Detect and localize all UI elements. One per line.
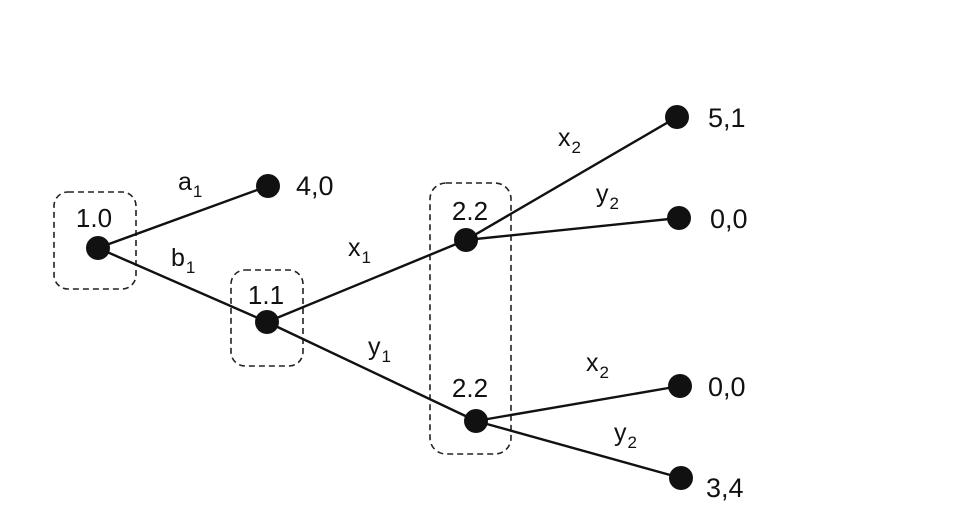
payoff-y2-lower: 3,4 [706,473,744,503]
action-label-x1: x1 [348,234,371,267]
payoff-y2-upper: 0,0 [710,204,748,234]
node-2-2-upper [454,228,478,252]
node-label-1-1: 1.1 [248,280,284,310]
node-1-0 [86,236,110,260]
action-label-x2-lower: x2 [586,349,609,382]
edge-x1 [266,238,467,324]
terminal-x2-upper [665,105,689,129]
terminal-a1 [256,174,280,198]
payoff-a1: 4,0 [296,171,334,201]
edge-y2-upper [465,216,680,242]
payoff-x2-upper: 5,1 [708,103,746,133]
node-1-1 [255,310,279,334]
terminal-y2-upper [667,206,691,230]
terminal-x2-lower [668,374,692,398]
edge-b1 [97,246,268,324]
node-label-1-0: 1.0 [76,203,112,233]
edge-x2-lower [475,384,681,423]
action-label-y2-upper: y2 [596,180,619,213]
edge-y1 [266,320,477,423]
node-2-2-lower [464,409,488,433]
action-label-a1: a1 [178,168,202,201]
infoset-2-2 [429,182,512,455]
node-label-2-2-lower: 2.2 [452,373,488,403]
edge-y2-lower [475,419,682,480]
action-label-y1: y1 [368,333,391,366]
terminal-y2-lower [669,466,693,490]
action-label-x2-upper: x2 [558,124,581,157]
node-label-2-2-upper: 2.2 [452,196,488,226]
edge-x2-upper [465,115,678,242]
action-label-b1: b1 [171,244,195,277]
action-label-y2-lower: y2 [614,419,637,452]
payoff-x2-lower: 0,0 [708,372,746,402]
infoset-1-0 [53,191,137,290]
infoset-1-1 [230,269,304,367]
edge-a1 [97,184,269,250]
